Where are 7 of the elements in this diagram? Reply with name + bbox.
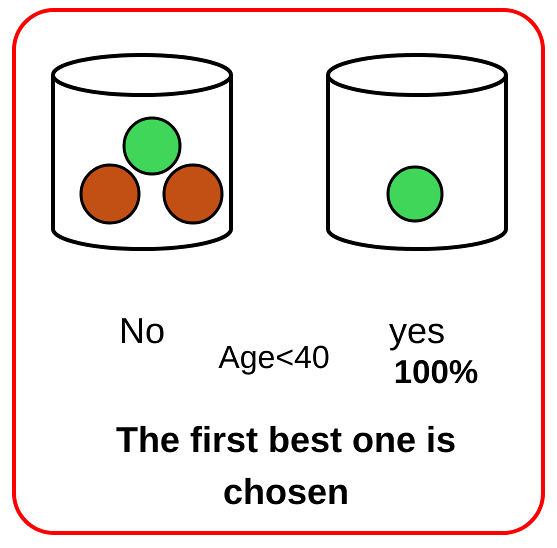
cylinder-drawing [50,52,234,252]
cylinder-drawing [325,52,509,252]
conclusion-text: The first best one is chosen [114,418,458,514]
percentage-text: 100% [392,352,480,392]
condition-text: Age<40 [217,338,331,377]
cylinder-label: No [118,310,166,352]
cylinder-label: yes [388,310,446,352]
